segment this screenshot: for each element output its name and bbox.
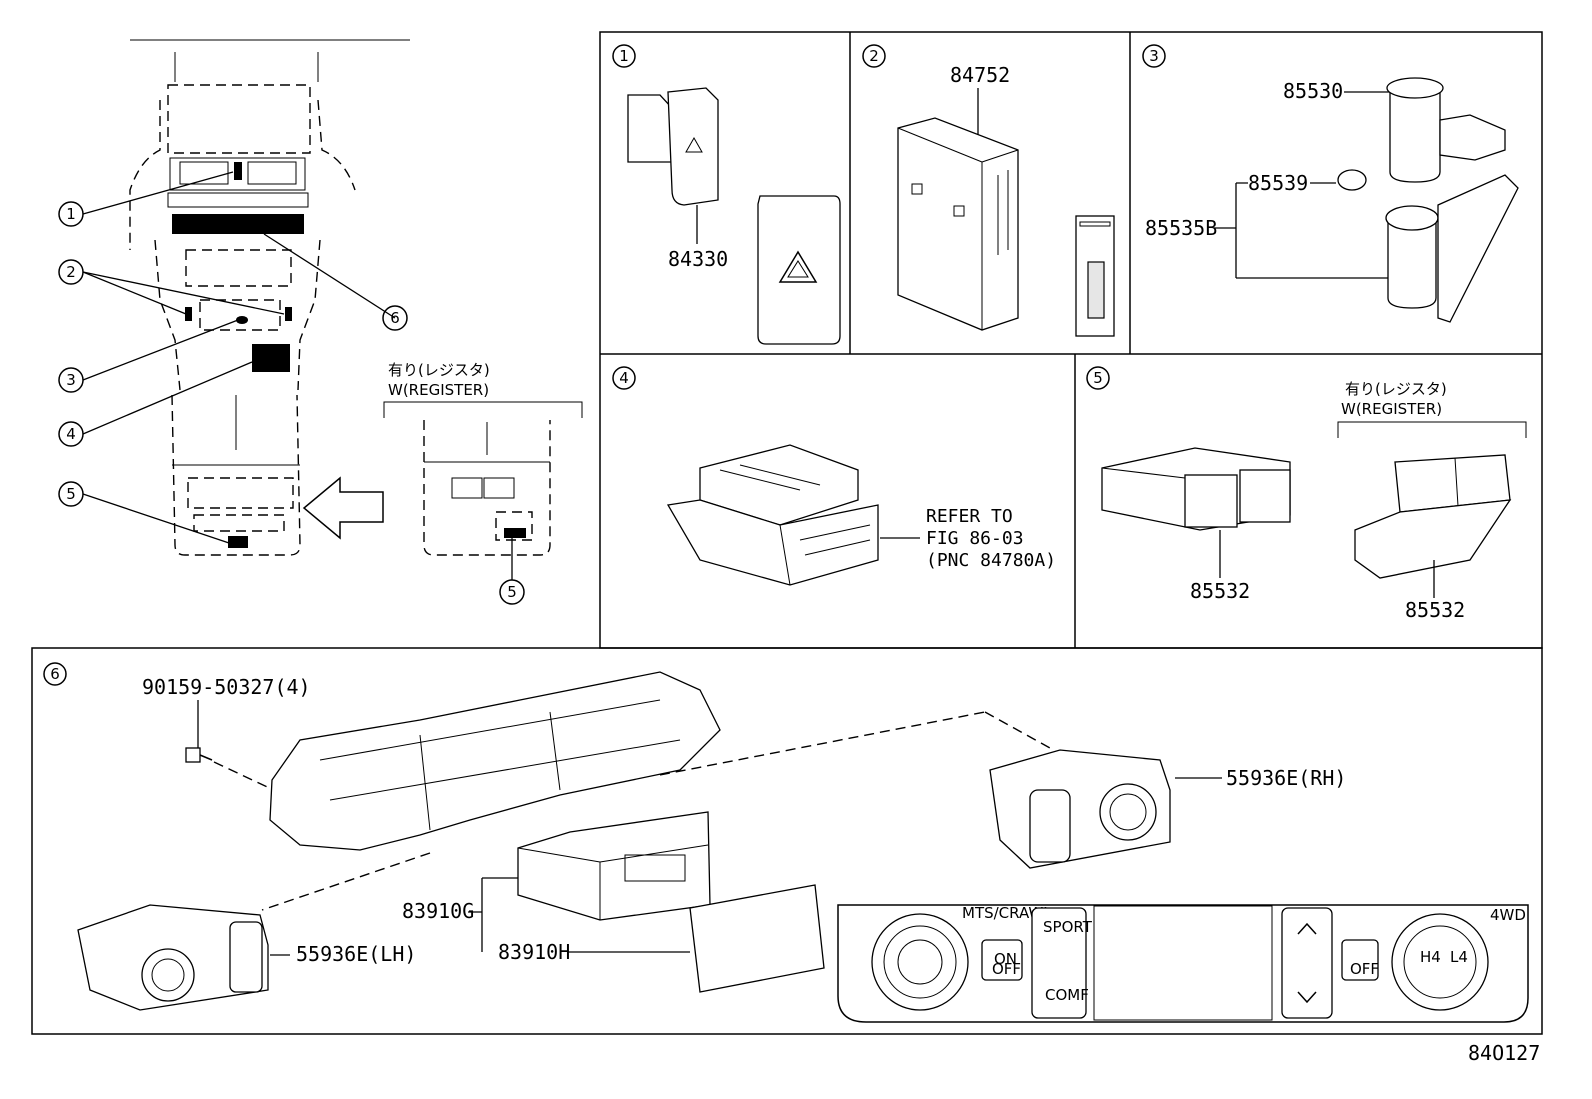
panel-3-index: 3 [1142,44,1166,68]
callout-5[interactable]: 5 [58,481,84,507]
defrost-off-button[interactable] [1341,939,1379,981]
part-55936E-LH: 55936E(LH) [296,942,416,966]
mts-label: MTS/CRAWL [962,904,1052,922]
display-unit[interactable] [517,811,711,921]
display-cover[interactable] [689,884,825,993]
svg-text:1: 1 [66,205,76,223]
screw[interactable] [185,747,213,763]
console-overview: 1 2 3 4 5 6 [58,39,410,556]
lighter-cap[interactable] [1337,169,1367,191]
on-off-button[interactable] [981,939,1023,981]
climate-control-rh[interactable] [989,749,1171,869]
register-note-en: W(REGISTER) [388,381,489,399]
sport-comf-switch[interactable] [1031,907,1087,1019]
h4-label: H4 [1420,948,1441,966]
panel-6-index: 6 [43,662,67,686]
panel-2: 2 84752 [862,44,1115,337]
sport-label: SPORT [1043,918,1093,936]
right-dial[interactable] [1391,913,1489,1011]
display-window [1093,905,1273,1021]
register-detail: 有り(レジスタ) W(REGISTER) 5 [383,361,583,605]
callout-2[interactable]: 2 [58,259,84,285]
seat-heater-switch[interactable] [897,117,1019,331]
seat-heater-switch-face[interactable] [1075,215,1115,337]
fourwd-label: 4WD [1490,906,1526,924]
part-90159-50327: 90159-50327(4) [142,675,311,699]
svg-text:3: 3 [66,371,76,389]
off-label-2: OFF [1350,960,1379,978]
refer-line-3: (PNC 84780A) [926,550,1056,571]
comf-label: COMF [1045,986,1089,1004]
callout-6[interactable]: 6 [382,305,408,331]
panel-3: 3 85530 85539 85535B [1142,44,1519,323]
l4-label: L4 [1450,948,1468,966]
panel-5: 5 85532 有り(レジスタ) W(REGISTER) 85532 [1086,366,1527,622]
register-callout-5[interactable]: 5 [499,579,525,605]
cigarette-lighter[interactable] [1386,77,1506,183]
panel-frames [31,31,1543,1035]
panel-4: 4 REFER TO FIG 86-03 (PNC 84780A) [612,366,1056,586]
part-85530: 85530 [1283,79,1343,103]
svg-text:3: 3 [1149,47,1159,65]
svg-text:1: 1 [619,47,629,65]
register-note-jp: 有り(レジスタ) [388,361,490,379]
svg-text:5: 5 [507,583,517,601]
center-panel-bracket[interactable] [269,671,721,851]
svg-text:2: 2 [869,47,879,65]
power-outlet[interactable] [1385,174,1519,323]
svg-text:6: 6 [50,665,60,683]
refer-line-1: REFER TO [926,506,1013,527]
register-note-en-2: W(REGISTER) [1341,400,1442,418]
svg-text:5: 5 [66,485,76,503]
panel-2-index: 2 [862,44,886,68]
off-label: OFF [992,960,1021,978]
part-85535B: 85535B [1145,216,1217,240]
usb-charger-2[interactable] [1354,454,1512,579]
left-dial[interactable] [871,913,969,1011]
panel-5-index: 5 [1086,366,1110,390]
diagram-code: 84O127 [1468,1041,1540,1065]
panel-1: 1 84330 [612,44,841,345]
part-84752: 84752 [950,63,1010,87]
switch-face-panel: MTS/CRAWL ON OFF SPORT COMF OFF 4WD H4 L… [837,904,1529,1023]
part-85532-b: 85532 [1405,598,1465,622]
fan-switch[interactable] [1281,907,1333,1019]
svg-text:4: 4 [619,369,629,387]
panel-4-index: 4 [612,366,636,390]
part-84330: 84330 [668,247,728,271]
part-85532-a: 85532 [1190,579,1250,603]
part-83910H: 83910H [498,940,570,964]
hazard-switch-side[interactable] [627,87,719,206]
svg-text:4: 4 [66,425,76,443]
callout-4[interactable]: 4 [58,421,84,447]
svg-text:2: 2 [66,263,76,281]
panel-1-index: 1 [612,44,636,68]
panel-6: 6 90159-50327(4) 55936E(RH) [43,662,1529,1023]
hazard-switch-face[interactable] [757,195,841,345]
switch-assembly[interactable] [666,444,879,586]
callout-3[interactable]: 3 [58,367,84,393]
usb-charger-1[interactable] [1101,447,1291,531]
svg-text:5: 5 [1093,369,1103,387]
part-85539: 85539 [1248,171,1308,195]
part-55936E-RH: 55936E(RH) [1226,766,1346,790]
part-83910G: 83910G [402,899,474,923]
climate-control-lh[interactable] [77,904,269,1011]
refer-line-2: FIG 86-03 [926,528,1024,549]
callout-1[interactable]: 1 [58,201,84,227]
svg-text:6: 6 [390,309,400,327]
register-note-jp-2: 有り(レジスタ) [1345,380,1447,398]
on-label: ON [994,950,1017,968]
